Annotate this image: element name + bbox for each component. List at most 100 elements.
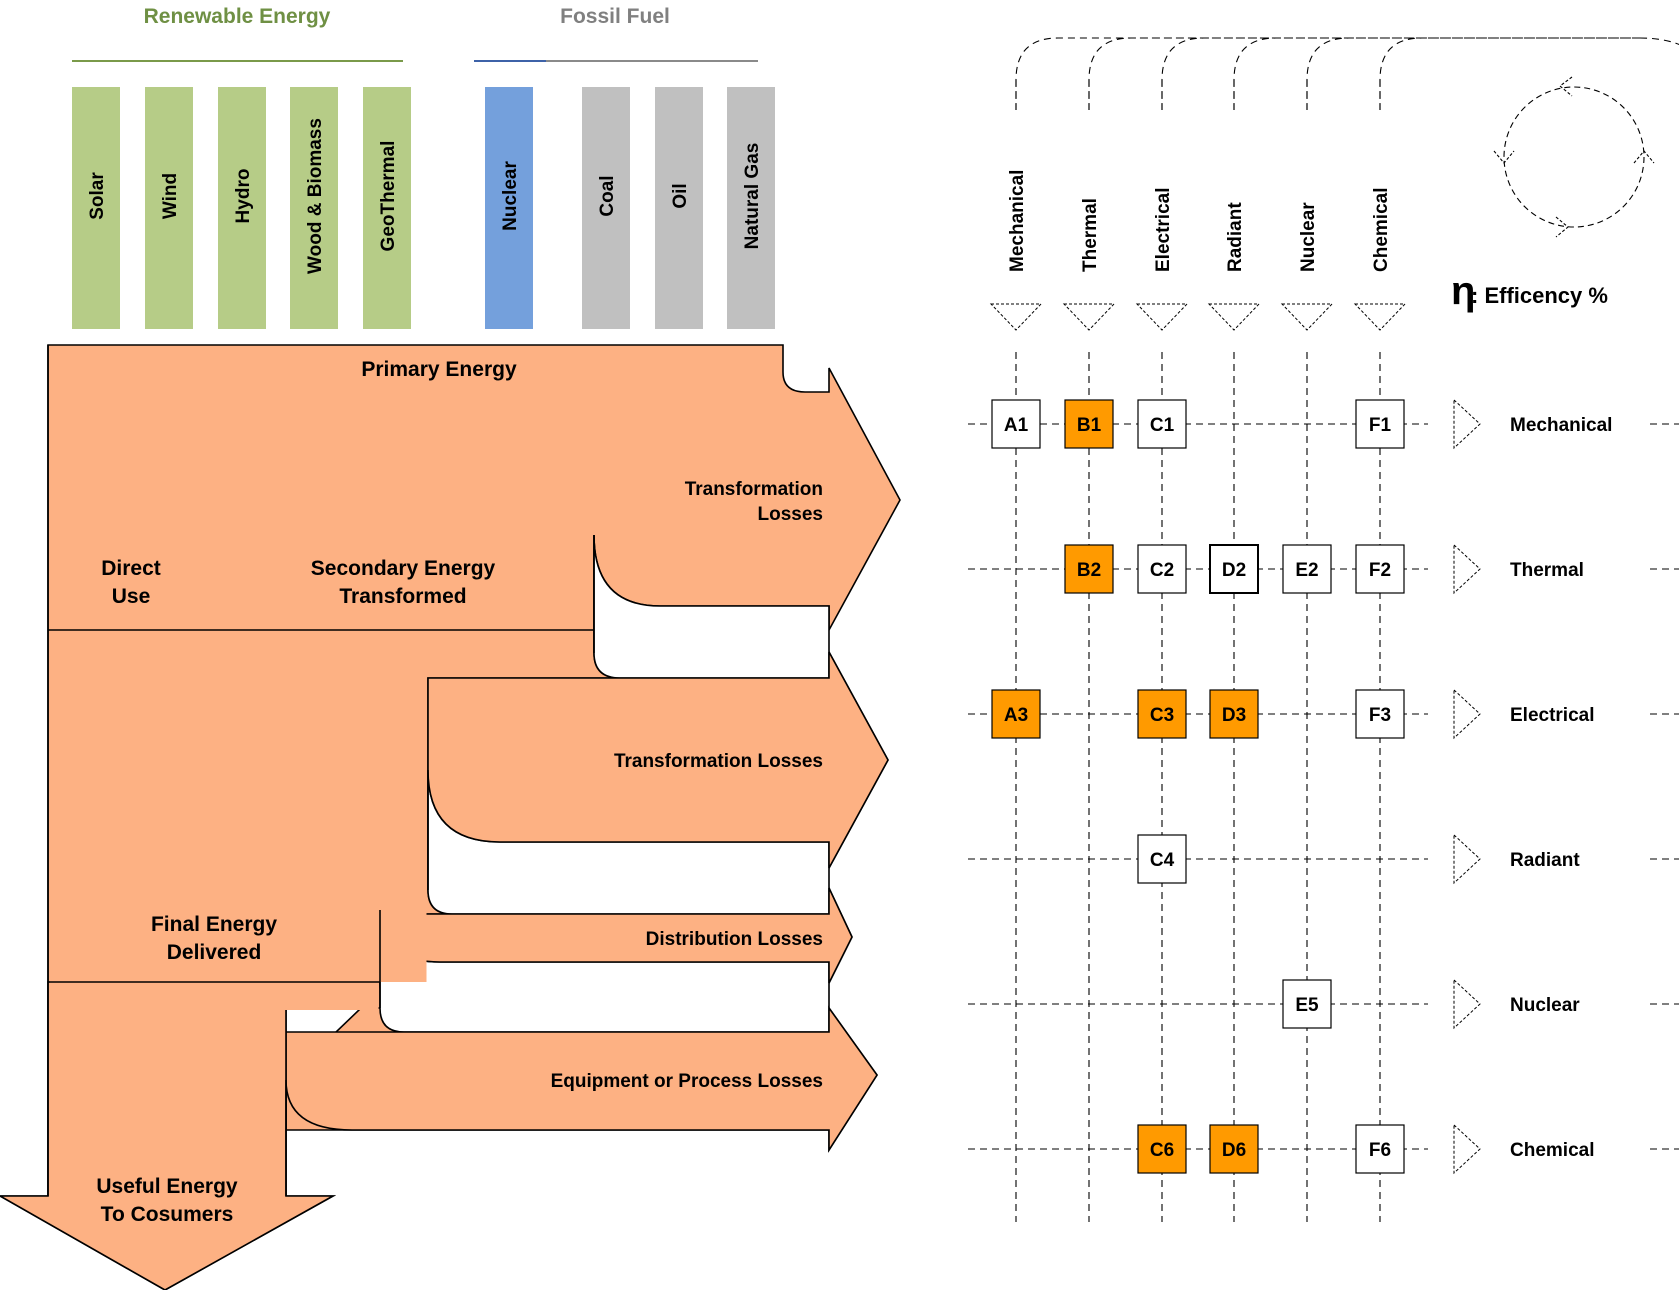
matrix-row-label: Nuclear [1510, 995, 1580, 1016]
transformation-losses-1-label-b: Losses [758, 504, 823, 525]
matrix-cell-e2: E2 [1282, 544, 1332, 594]
matrix-row-label: Radiant [1510, 850, 1580, 871]
matrix-column-nuclear: Nuclear [1280, 80, 1334, 331]
matrix-cell-b2: B2 [1064, 544, 1114, 594]
efficiency-cycle-icon [1493, 76, 1655, 238]
matrix-column-arrow-icon [1353, 303, 1407, 331]
matrix-column-arrow-icon [1280, 303, 1334, 331]
source-bar-hydro: Hydro [218, 87, 266, 329]
matrix-cell-f1: F1 [1355, 399, 1405, 449]
matrix-cell-label: A3 [1004, 705, 1028, 726]
final-energy-label-b: Delivered [167, 941, 262, 964]
matrix-cell-label: D2 [1222, 560, 1246, 581]
matrix-cell-f2: F2 [1355, 544, 1405, 594]
cycle-arrow-top [1559, 76, 1573, 97]
matrix-row-thermal: Thermal [1453, 543, 1679, 595]
secondary-energy-label-a: Secondary Energy [311, 557, 496, 580]
secondary-energy-label-b: Transformed [339, 585, 466, 608]
matrix-grid-lines [968, 352, 1428, 1222]
matrix-row-label: Mechanical [1510, 415, 1612, 436]
matrix-row-chemical: Chemical [1453, 1123, 1679, 1175]
source-bar-label: Wood & Biomass [305, 118, 326, 274]
matrix-cell-label: C6 [1150, 1140, 1174, 1161]
matrix-cell-label: B2 [1077, 560, 1101, 581]
source-bar-geothermal: GeoThermal [363, 87, 411, 329]
matrix-cell-f3: F3 [1355, 689, 1405, 739]
matrix-column-radiant: Radiant [1207, 80, 1261, 331]
final-energy-label-a: Final Energy [151, 913, 277, 936]
matrix-row-arrow-icon [1453, 1123, 1481, 1175]
matrix-row-electrical: Electrical [1453, 688, 1679, 740]
matrix-cell-a3: A3 [991, 689, 1041, 739]
matrix-row-mechanical: Mechanical [1453, 398, 1679, 450]
efficiency-label: : Efficency % [1471, 283, 1608, 308]
useful-energy-label-a: Useful Energy [96, 1175, 238, 1198]
source-bar-label: Coal [597, 175, 618, 216]
matrix-column-mechanical: Mechanical [989, 80, 1043, 331]
source-bar-label: Natural Gas [742, 143, 763, 250]
matrix-row-headers: MechanicalThermalElectricalRadiantNuclea… [1453, 398, 1679, 1175]
matrix-column-arrow-icon [989, 303, 1043, 331]
matrix-column-chemical: Chemical [1353, 80, 1407, 331]
matrix-column-label: Radiant [1225, 202, 1246, 272]
matrix-cell-label: C2 [1150, 560, 1174, 581]
matrix-column-arrow-icon [1062, 303, 1116, 331]
transformation-losses-2-label: Transformation Losses [614, 751, 823, 772]
matrix-row-arrow-icon [1453, 398, 1481, 450]
source-bar-label: Nuclear [500, 161, 521, 231]
matrix-row-nuclear: Nuclear [1453, 978, 1679, 1030]
source-bar-nuclear: Nuclear [485, 87, 533, 329]
cycle-arrow-left [1493, 150, 1515, 164]
matrix-cell-e5: E5 [1282, 979, 1332, 1029]
source-bar-label: Hydro [233, 169, 254, 224]
matrix-column-loop [1233, 37, 1640, 110]
matrix-cell-d3: D3 [1209, 689, 1259, 739]
matrix-row-radiant: Radiant [1453, 833, 1679, 885]
source-bar-label: GeoThermal [378, 141, 399, 252]
matrix-cell-a1: A1 [991, 399, 1041, 449]
matrix-row-arrow-icon [1453, 543, 1481, 595]
matrix-column-loop [1015, 37, 1640, 110]
transformation-losses-2-arrow [427, 651, 889, 869]
matrix-cell-c1: C1 [1137, 399, 1187, 449]
matrix-column-loop [1088, 37, 1640, 110]
matrix-cell-label: F3 [1369, 705, 1391, 726]
source-bar-coal: Coal [582, 87, 630, 329]
matrix-cell-label: F1 [1369, 415, 1392, 436]
matrix-cell-c2: C2 [1137, 544, 1187, 594]
matrix-cell-c4: C4 [1137, 834, 1187, 884]
matrix-cell-label: C3 [1150, 705, 1174, 726]
equipment-losses-label: Equipment or Process Losses [551, 1071, 823, 1092]
matrix-cell-d2: D2 [1209, 544, 1259, 594]
matrix-column-loop [1306, 37, 1640, 110]
matrix-cell-label: C1 [1150, 415, 1175, 436]
source-bar-label: Oil [670, 183, 691, 208]
matrix-outer-loop [1639, 37, 1679, 46]
matrix-column-loop [1161, 37, 1640, 110]
matrix-cell-label: F2 [1369, 560, 1391, 581]
source-bar-label: Solar [87, 172, 108, 220]
matrix-cell-label: D3 [1222, 705, 1246, 726]
primary-energy-label: Primary Energy [361, 358, 517, 381]
matrix-column-arrow-icon [1135, 303, 1189, 331]
matrix-cell-label: E2 [1295, 560, 1318, 581]
flow-labels: Primary Energy Transformation Losses Dir… [96, 358, 823, 1226]
matrix-cell-b1: B1 [1064, 399, 1114, 449]
cycle-arrow-bottom [1555, 216, 1569, 238]
matrix-column-label: Mechanical [1007, 170, 1028, 272]
matrix-column-label: Chemical [1371, 188, 1392, 272]
matrix-cell-label: A1 [1004, 415, 1029, 436]
matrix-cell-label: B1 [1077, 415, 1102, 436]
direct-use-label-b: Use [112, 585, 151, 608]
matrix-row-arrow-icon [1453, 978, 1481, 1030]
source-bar-solar: Solar [72, 87, 120, 329]
matrix-row-label: Chemical [1510, 1140, 1594, 1161]
useful-energy-label-b: To Cosumers [101, 1203, 234, 1226]
energy-flow [0, 344, 901, 1290]
source-bar-natural-gas: Natural Gas [727, 87, 775, 329]
